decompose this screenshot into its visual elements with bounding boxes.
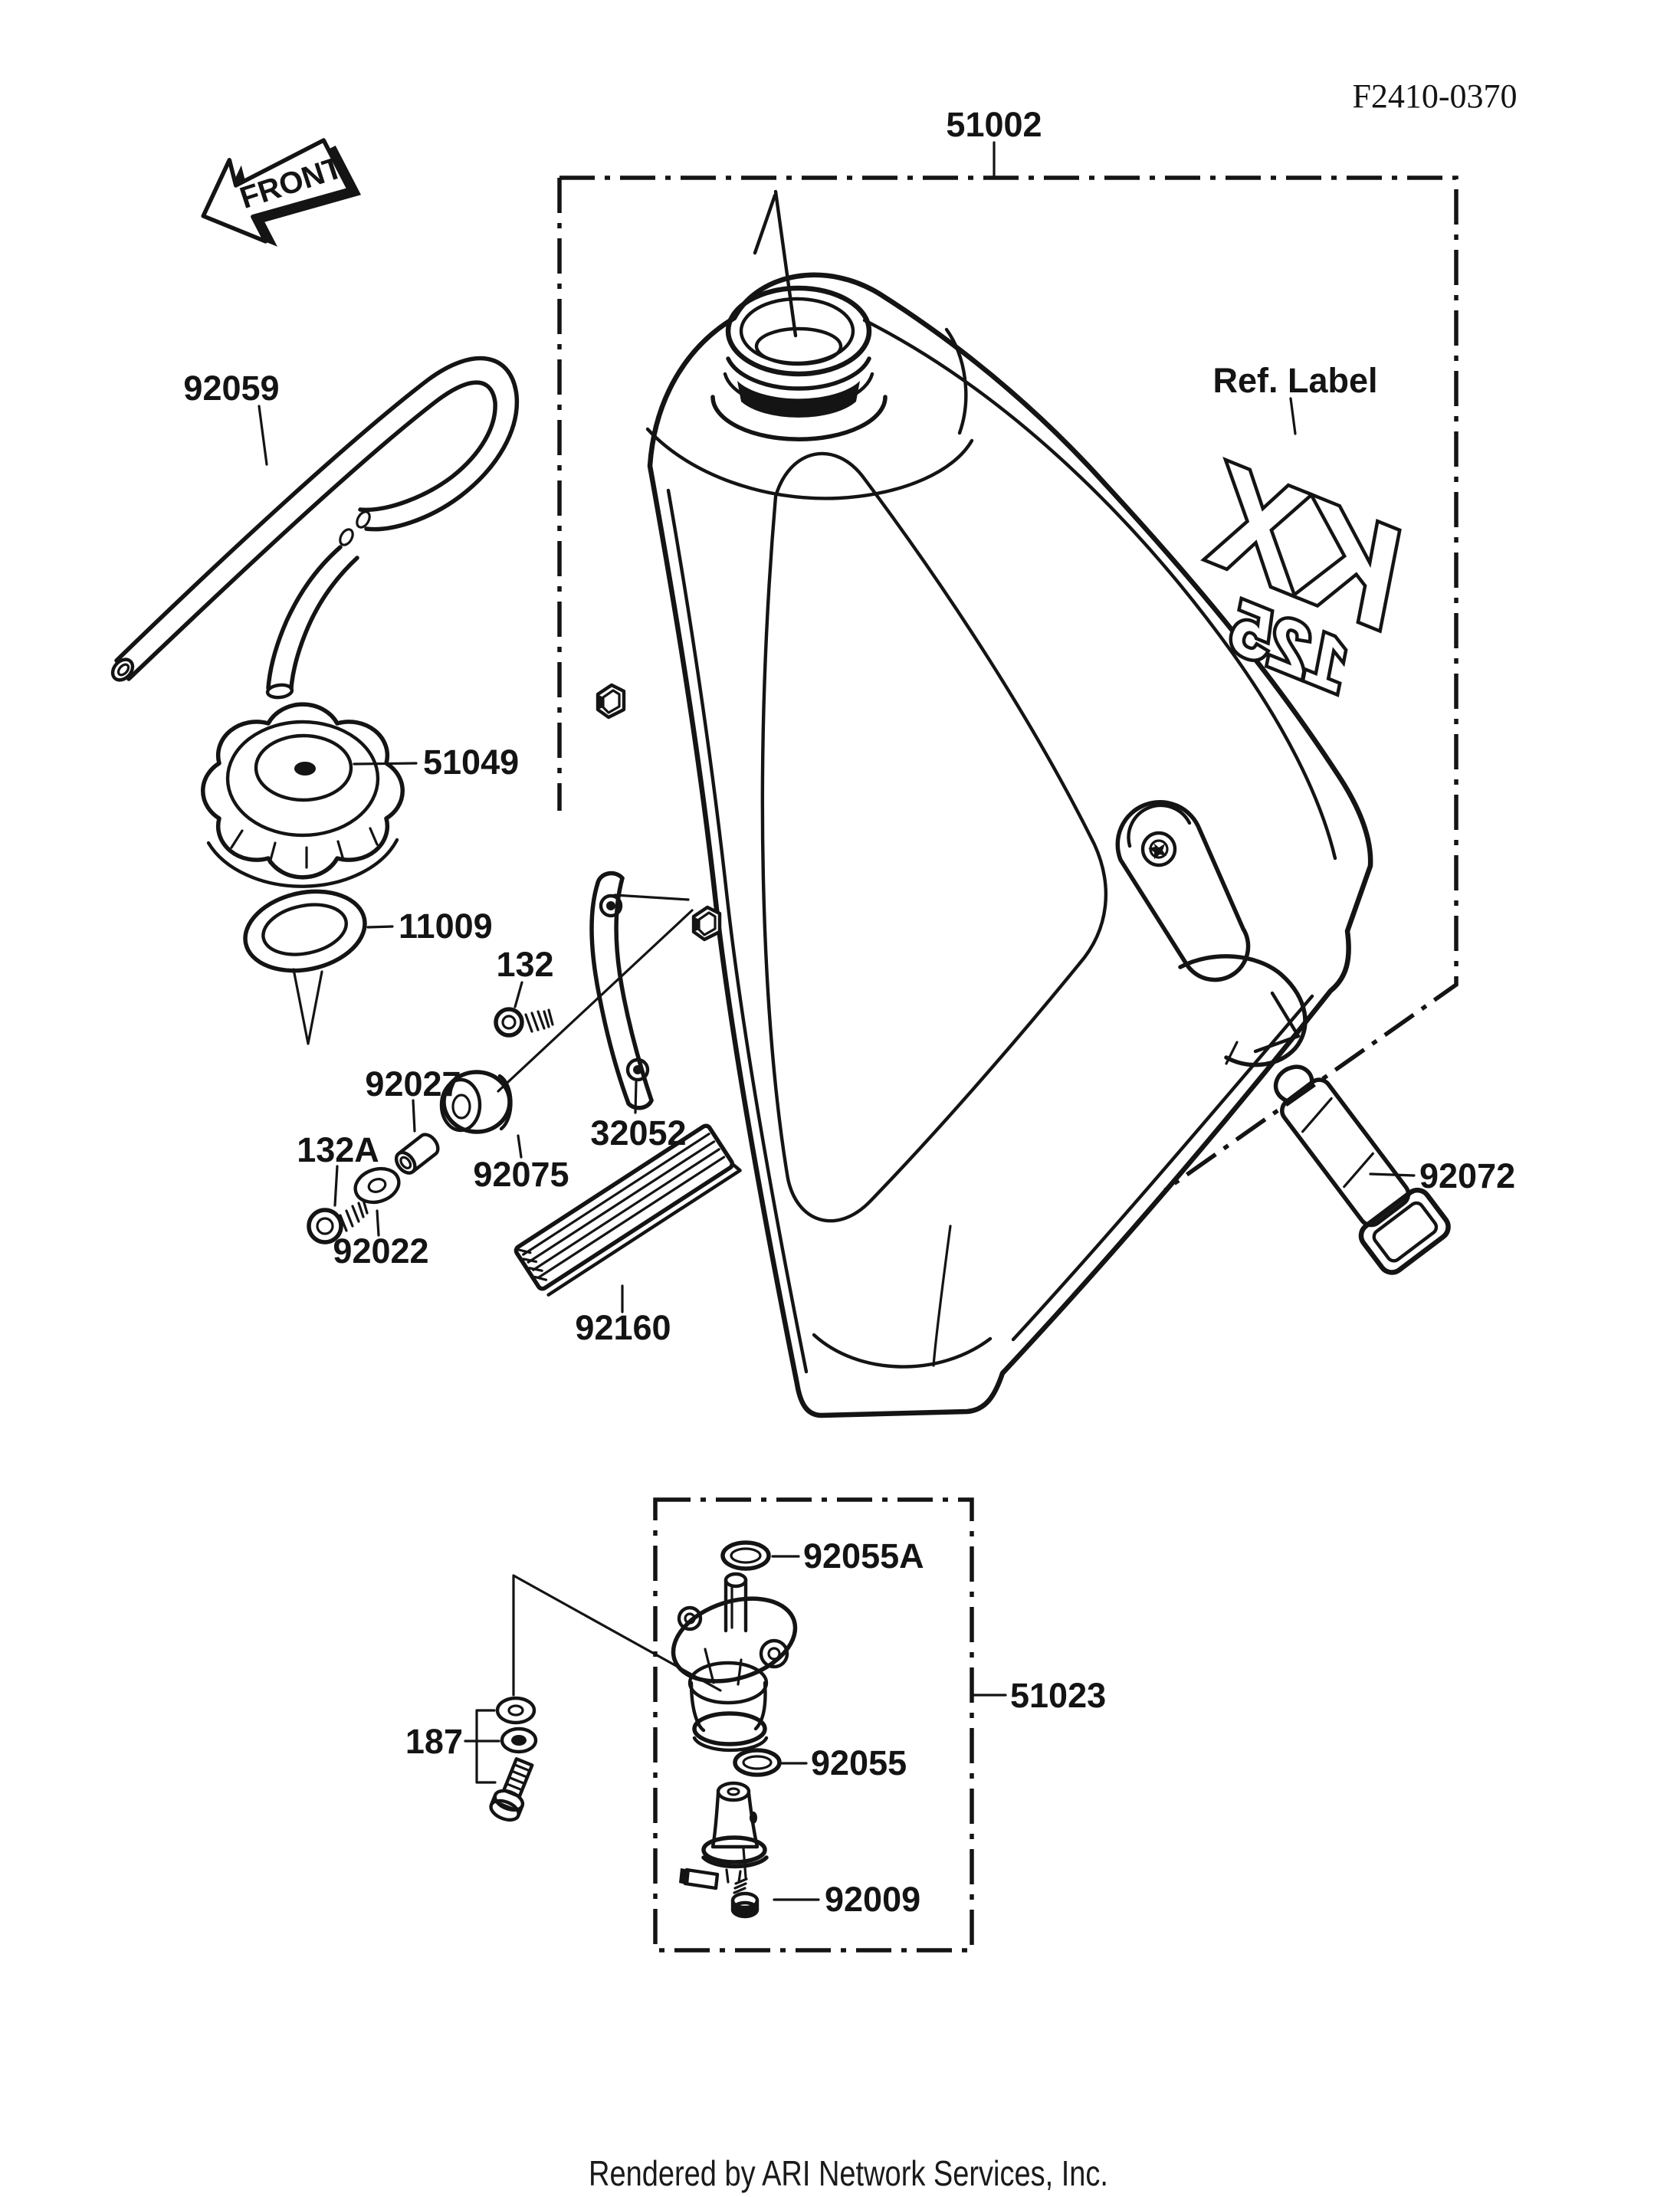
fiche-code: F2410-0370 (1352, 77, 1517, 115)
filler-neck (645, 285, 974, 500)
screw-92009 (730, 1877, 760, 1919)
cap-position-arrow (753, 189, 798, 338)
bolt-132a (307, 1199, 369, 1244)
labels: F2410-0370 51002 92059 51049 11009 132 9… (183, 77, 1517, 1919)
oring-92055 (733, 1748, 782, 1777)
part-label-92059: 92059 (183, 369, 279, 408)
leader-lines (258, 141, 1416, 1901)
petcock (679, 1781, 769, 1890)
part-label-51002: 51002 (946, 105, 1042, 144)
part-label-132a: 132A (297, 1130, 379, 1169)
part-label-92055a: 92055A (803, 1536, 924, 1576)
fuel-tap (671, 1572, 798, 1753)
part-label-51023: 51023 (1010, 1676, 1106, 1715)
phantom-box-tap (653, 1497, 974, 1953)
tank-clip-lower (691, 905, 722, 942)
footer-credit: Rendered by ARI Network Services, Inc. (589, 2153, 1108, 2193)
washer-set-187 (464, 1574, 722, 1822)
gasket-pointer (292, 968, 323, 1045)
part-label-51049: 51049 (423, 743, 519, 782)
band-92072 (1273, 1064, 1451, 1275)
part-label-92055: 92055 (811, 1743, 907, 1782)
tank-clip-upper (596, 683, 626, 720)
collar-92027 (394, 1133, 440, 1175)
fuel-hose (110, 356, 520, 700)
bracket-mount-leader (613, 894, 690, 901)
part-label-92027: 92027 (365, 1064, 461, 1103)
part-label-92075: 92075 (473, 1155, 569, 1194)
part-label-11009: 11009 (399, 907, 493, 946)
rear-mount-lug (1115, 800, 1251, 982)
front-arrow: FRONT (201, 138, 362, 247)
part-label-132: 132 (496, 945, 553, 984)
part-label-187: 187 (405, 1722, 463, 1761)
bracket-32052 (589, 871, 654, 1110)
oring-92055a (720, 1540, 771, 1571)
damper-mount-leader (497, 909, 694, 1093)
fuel-cap (201, 702, 405, 888)
damper-92075 (439, 1070, 513, 1134)
kx-logo: KX 125 (1176, 431, 1432, 711)
bolt-132 (494, 1007, 554, 1038)
fuel-tank (596, 189, 1373, 1418)
cap-gasket (243, 889, 367, 973)
washer-92022 (353, 1166, 401, 1205)
pad-92160 (514, 1123, 742, 1297)
part-label-32052: 32052 (590, 1113, 686, 1153)
ref-label-text: Ref. Label (1212, 361, 1377, 400)
part-label-92160: 92160 (575, 1308, 671, 1347)
part-label-92009: 92009 (825, 1880, 920, 1919)
part-label-92022: 92022 (333, 1231, 428, 1271)
part-label-92072: 92072 (1419, 1156, 1515, 1195)
rear-flange (1178, 954, 1308, 1067)
phantom-box-tank (557, 175, 1459, 1192)
